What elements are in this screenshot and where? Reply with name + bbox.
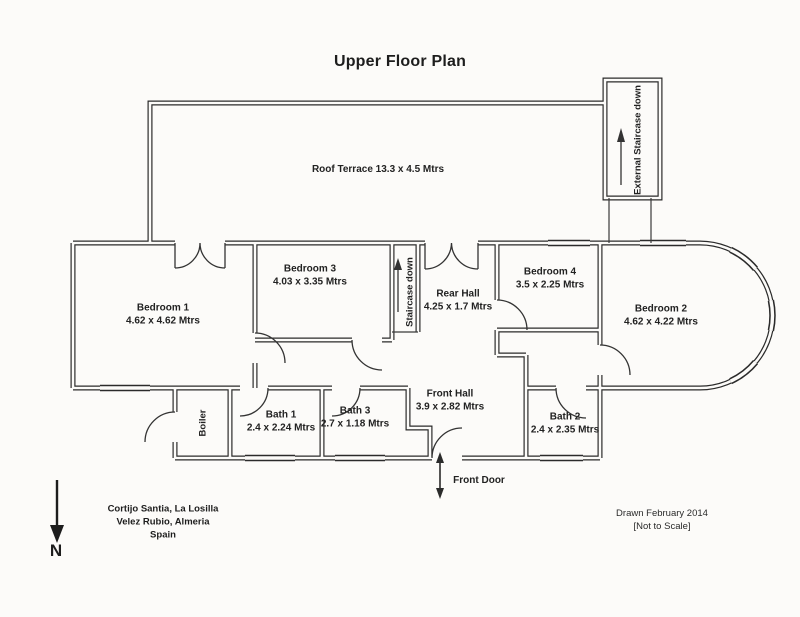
address-block: Cortijo Santia, La Losilla Velez Rubio, … bbox=[108, 503, 219, 542]
bedroom3-label: Bedroom 3 4.03 x 3.35 Mtrs bbox=[273, 264, 347, 289]
bath1-label: Bath 1 2.4 x 2.24 Mtrs bbox=[247, 410, 315, 435]
roof-terrace-label: Roof Terrace 13.3 x 4.5 Mtrs bbox=[311, 163, 445, 175]
north-arrow-icon bbox=[50, 480, 64, 543]
bedroom4-dims: 3.5 x 2.25 Mtrs bbox=[515, 279, 585, 290]
bedroom3-dims: 4.03 x 3.35 Mtrs bbox=[273, 276, 347, 287]
address-line-3: Spain bbox=[150, 529, 176, 541]
external-staircase-label: External Staircase down bbox=[632, 85, 644, 195]
rear-hall-label: Rear Hall 4.25 x 1.7 Mtrs bbox=[424, 289, 492, 314]
front-door-label: Front Door bbox=[453, 474, 505, 486]
bedroom2-label: Bedroom 2 4.62 x 4.22 Mtrs bbox=[624, 304, 698, 329]
north-label: N bbox=[49, 541, 63, 560]
bedroom3-name: Bedroom 3 bbox=[283, 263, 337, 275]
bath2-dims: 2.4 x 2.35 Mtrs bbox=[530, 424, 600, 435]
staircase-down-label: Staircase down bbox=[404, 257, 416, 327]
bedroom1-label: Bedroom 1 4.62 x 4.62 Mtrs bbox=[126, 303, 200, 328]
address-line-1: Cortijo Santia, La Losilla bbox=[107, 503, 219, 515]
bath3-dims: 2.7 x 1.18 Mtrs bbox=[320, 418, 390, 429]
front-hall-label: Front Hall 3.9 x 2.82 Mtrs bbox=[416, 389, 484, 414]
bath3-name: Bath 3 bbox=[339, 405, 371, 417]
bath3-label: Bath 3 2.7 x 1.18 Mtrs bbox=[321, 406, 389, 431]
external-staircase-arrow-icon bbox=[617, 128, 625, 185]
bath2-label: Bath 2 2.4 x 2.35 Mtrs bbox=[531, 412, 599, 437]
not-to-scale: [Not to Scale] bbox=[633, 521, 691, 532]
boiler-label: Boiler bbox=[197, 409, 209, 437]
bedroom2-dims: 4.62 x 4.22 Mtrs bbox=[624, 316, 698, 327]
rear-hall-dims: 4.25 x 1.7 Mtrs bbox=[423, 301, 493, 312]
front-door-arrow-icon bbox=[436, 452, 444, 499]
door-arcs bbox=[144, 242, 631, 459]
bedroom4-label: Bedroom 4 3.5 x 2.25 Mtrs bbox=[516, 267, 584, 292]
staircase-up-arrow-icon bbox=[394, 258, 402, 312]
bath2-name: Bath 2 bbox=[549, 411, 581, 423]
drawn-date: Drawn February 2014 bbox=[616, 508, 708, 519]
bedroom1-dims: 4.62 x 4.62 Mtrs bbox=[126, 315, 200, 326]
windows-white-core bbox=[100, 241, 775, 460]
drawn-info-block: Drawn February 2014 [Not to Scale] bbox=[616, 507, 708, 533]
rear-hall-name: Rear Hall bbox=[436, 288, 480, 300]
bedroom2-name: Bedroom 2 bbox=[634, 303, 688, 315]
page-title: Upper Floor Plan bbox=[333, 53, 467, 70]
address-line-2: Velez Rubio, Almeria bbox=[116, 516, 210, 528]
bedroom4-name: Bedroom 4 bbox=[523, 266, 577, 278]
front-hall-dims: 3.9 x 2.82 Mtrs bbox=[415, 401, 485, 412]
bath1-name: Bath 1 bbox=[265, 409, 297, 421]
thin-lines bbox=[392, 198, 652, 333]
bath1-dims: 2.4 x 2.24 Mtrs bbox=[246, 422, 316, 433]
front-hall-name: Front Hall bbox=[426, 388, 474, 400]
bedroom1-name: Bedroom 1 bbox=[136, 302, 190, 314]
